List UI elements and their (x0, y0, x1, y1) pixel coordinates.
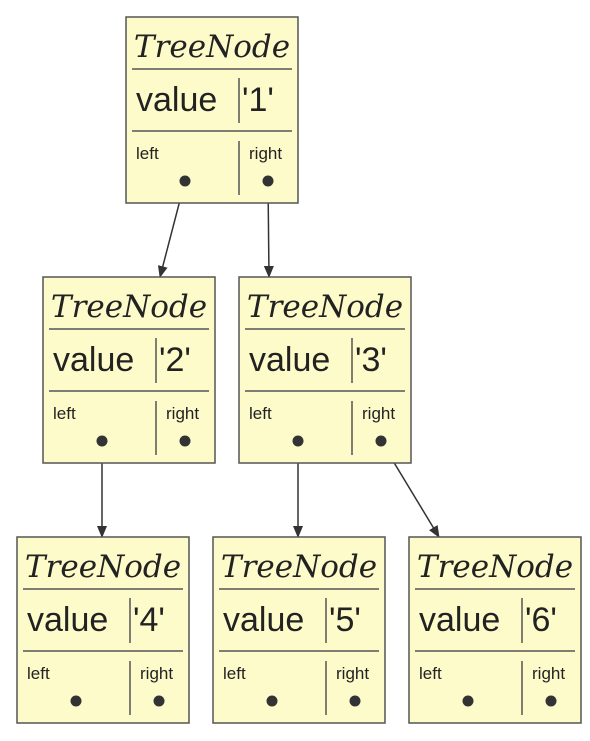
left-pointer-dot (70, 695, 82, 707)
tree-node-box (42, 276, 216, 464)
right-pointer-dot (262, 175, 274, 187)
tree-node: TreeNode value '4' left right (16, 536, 190, 724)
tree-node-box (125, 16, 299, 204)
node-class-title: TreeNode (221, 549, 377, 585)
right-pointer-label: right (249, 144, 282, 163)
left-pointer-label: left (53, 404, 76, 423)
tree-node-box (212, 536, 386, 724)
node-value: '3' (355, 341, 387, 379)
left-pointer-dot (179, 175, 191, 187)
node-value: '1' (242, 81, 274, 119)
right-pointer-dot (153, 695, 165, 707)
right-pointer-label: right (362, 404, 395, 423)
right-pointer-dot (375, 435, 387, 447)
tree-node-box (238, 276, 412, 464)
right-pointer-label: right (532, 664, 565, 683)
value-field-label: value (136, 81, 217, 119)
tree-node: TreeNode value '2' left right (42, 276, 216, 464)
left-pointer-label: left (419, 664, 442, 683)
value-field-label: value (419, 601, 500, 639)
value-field-label: value (223, 601, 304, 639)
tree-node: TreeNode value '3' left right (238, 276, 412, 464)
left-pointer-label: left (27, 664, 50, 683)
node-value: '4' (133, 601, 165, 639)
pointer-dots-layer (70, 175, 557, 707)
right-pointer-label: right (166, 404, 199, 423)
node-value: '5' (329, 601, 361, 639)
left-pointer-dot (292, 435, 304, 447)
right-pointer-dot (349, 695, 361, 707)
right-pointer-dot (179, 435, 191, 447)
tree-node-box (16, 536, 190, 724)
left-pointer-dot (96, 435, 108, 447)
value-field-label: value (249, 341, 330, 379)
node-class-title: TreeNode (25, 549, 181, 585)
tree-node: TreeNode value '6' left right (408, 536, 582, 724)
value-field-label: value (53, 341, 134, 379)
right-pointer-label: right (336, 664, 369, 683)
node-class-title: TreeNode (417, 549, 573, 585)
tree-node: TreeNode value '5' left right (212, 536, 386, 724)
node-class-title: TreeNode (51, 289, 207, 325)
tree-node-box (408, 536, 582, 724)
left-pointer-label: left (136, 144, 159, 163)
node-class-title: TreeNode (247, 289, 403, 325)
left-pointer-label: left (249, 404, 272, 423)
left-pointer-dot (462, 695, 474, 707)
left-pointer-dot (266, 695, 278, 707)
node-value: '2' (159, 341, 191, 379)
node-value: '6' (525, 601, 557, 639)
node-class-title: TreeNode (134, 29, 290, 65)
left-pointer-label: left (223, 664, 246, 683)
tree-node: TreeNode value '1' left right (125, 16, 299, 204)
right-pointer-label: right (140, 664, 173, 683)
value-field-label: value (27, 601, 108, 639)
right-pointer-dot (545, 695, 557, 707)
